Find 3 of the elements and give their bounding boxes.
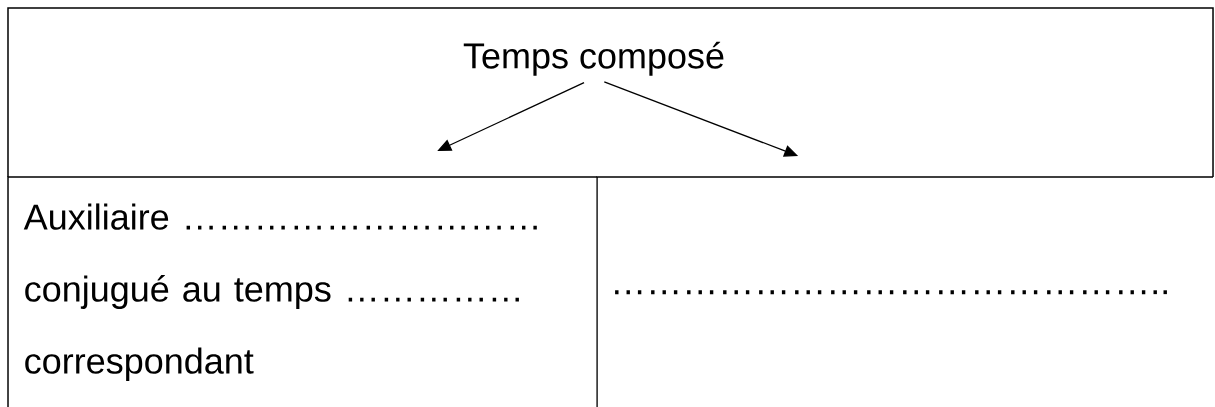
heading-text: Temps composé <box>463 41 724 76</box>
answer-cell: ……………………………………….. <box>596 176 1214 407</box>
answer-cell: Auxiliaire ………………………… conjugué au temps …………… correspondant <box>7 176 598 407</box>
